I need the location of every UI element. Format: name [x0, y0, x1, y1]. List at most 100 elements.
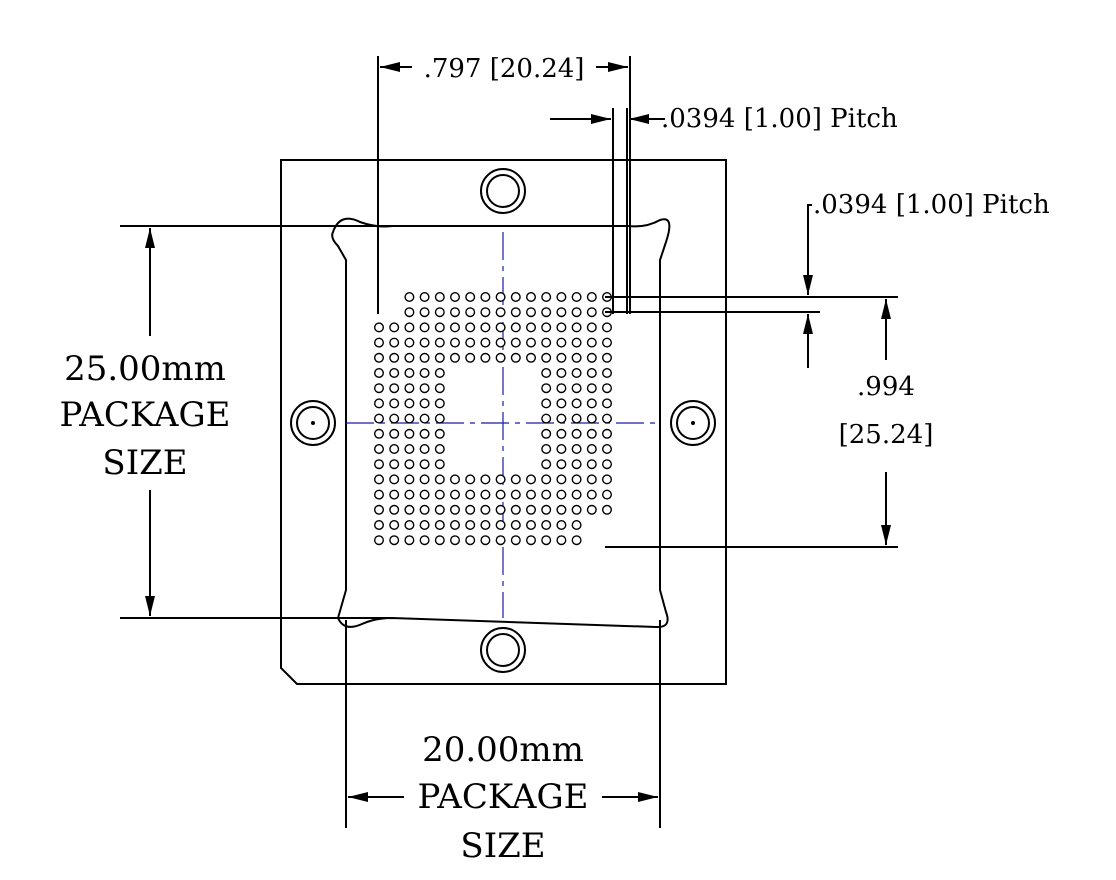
row-pitch-leader [803, 204, 813, 295]
solder-ball [510, 352, 521, 363]
solder-ball [541, 413, 552, 424]
solder-ball [556, 520, 567, 531]
solder-ball [465, 489, 476, 500]
solder-ball [571, 322, 582, 333]
solder-ball [586, 368, 597, 379]
solder-ball [556, 459, 567, 470]
solder-ball [602, 444, 613, 455]
solder-ball [495, 337, 506, 348]
solder-ball [434, 504, 445, 515]
left-size-label-3: SIZE [102, 443, 187, 483]
solder-ball [541, 292, 552, 303]
solder-ball [404, 428, 415, 439]
solder-ball [434, 337, 445, 348]
solder-ball [434, 322, 445, 333]
solder-ball [510, 535, 521, 546]
solder-ball [404, 398, 415, 409]
row-pitch-label: .0394 [1.00] Pitch [813, 190, 1050, 220]
bottom-size-label-1: 20.00mm [422, 730, 584, 770]
top-width-label: .797 [20.24] [424, 54, 585, 84]
solder-ball [434, 292, 445, 303]
solder-ball [404, 520, 415, 531]
solder-ball [586, 428, 597, 439]
solder-ball [434, 459, 445, 470]
right-screw-hole [670, 400, 716, 446]
solder-ball [495, 474, 506, 485]
solder-ball [434, 413, 445, 424]
solder-ball [586, 292, 597, 303]
solder-ball [602, 413, 613, 424]
top-alignment-hole [480, 168, 526, 214]
solder-ball [602, 352, 613, 363]
solder-ball [434, 535, 445, 546]
solder-ball [571, 444, 582, 455]
solder-ball [602, 504, 613, 515]
solder-ball [450, 352, 461, 363]
solder-ball [434, 398, 445, 409]
solder-ball [480, 520, 491, 531]
solder-ball [541, 459, 552, 470]
solder-ball [450, 535, 461, 546]
solder-ball [495, 489, 506, 500]
solder-ball [586, 444, 597, 455]
solder-ball [450, 307, 461, 318]
solder-ball [404, 322, 415, 333]
solder-ball [602, 368, 613, 379]
solder-ball [541, 504, 552, 515]
solder-ball [419, 444, 430, 455]
solder-ball [419, 398, 430, 409]
solder-ball [602, 398, 613, 409]
solder-ball [586, 352, 597, 363]
solder-ball [419, 383, 430, 394]
solder-ball [571, 307, 582, 318]
solder-ball [419, 322, 430, 333]
solder-ball [419, 352, 430, 363]
solder-ball [389, 474, 400, 485]
solder-ball [480, 322, 491, 333]
solder-ball [450, 337, 461, 348]
solder-ball [510, 520, 521, 531]
solder-ball [571, 337, 582, 348]
solder-ball [495, 322, 506, 333]
solder-ball [571, 489, 582, 500]
solder-ball [374, 368, 385, 379]
right-height-label-2: [25.24] [839, 420, 934, 450]
solder-ball [450, 292, 461, 303]
solder-ball [571, 504, 582, 515]
solder-ball [602, 459, 613, 470]
solder-ball [510, 489, 521, 500]
solder-ball [541, 535, 552, 546]
solder-ball [419, 337, 430, 348]
solder-ball [374, 383, 385, 394]
solder-ball [556, 307, 567, 318]
solder-ball [450, 322, 461, 333]
solder-ball [389, 368, 400, 379]
solder-ball [571, 459, 582, 470]
left-size-label-2: PACKAGE [60, 395, 231, 435]
solder-ball [374, 474, 385, 485]
solder-ball [556, 322, 567, 333]
solder-ball [556, 398, 567, 409]
solder-ball [389, 459, 400, 470]
solder-ball [389, 504, 400, 515]
solder-ball [586, 383, 597, 394]
solder-ball [586, 474, 597, 485]
solder-ball [556, 383, 567, 394]
solder-ball [480, 292, 491, 303]
solder-ball [586, 413, 597, 424]
solder-ball [465, 535, 476, 546]
solder-ball [419, 368, 430, 379]
solder-ball [586, 489, 597, 500]
solder-ball [374, 535, 385, 546]
solder-ball [556, 535, 567, 546]
solder-ball [556, 352, 567, 363]
solder-ball [541, 337, 552, 348]
solder-ball [434, 489, 445, 500]
solder-ball [404, 292, 415, 303]
solder-ball [404, 474, 415, 485]
solder-ball [526, 322, 537, 333]
solder-ball [495, 352, 506, 363]
solder-ball [541, 444, 552, 455]
solder-ball [495, 520, 506, 531]
solder-ball [480, 337, 491, 348]
